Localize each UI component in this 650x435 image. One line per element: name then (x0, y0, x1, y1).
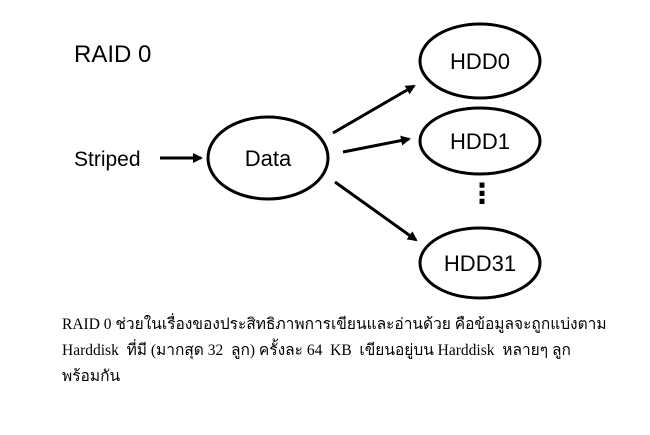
diagram-title: RAID 0 (74, 41, 151, 68)
caption-line-3: พร้อมกัน (62, 368, 121, 385)
ellipsis-dots: ⋮ (468, 178, 496, 209)
data-node (206, 115, 330, 201)
arrow-to-hdd1 (342, 135, 411, 154)
hdd31-label: HDD31 (444, 251, 516, 276)
hdd1-node (418, 106, 542, 176)
arrow-to-hdd31 (334, 180, 418, 242)
striped-label: Striped (74, 148, 141, 171)
hdd1-label: HDD1 (450, 129, 510, 154)
hdd31-node (418, 226, 542, 300)
caption-line-2: Harddisk ที่มี (มากสุด 32 ลูก) ครั้งละ 6… (62, 342, 571, 359)
arrow-to-hdd0 (332, 84, 416, 135)
data-node-label: Data (245, 146, 292, 171)
caption-line-1: RAID 0 ช่วยในเรื่องของประสิทธิภาพการเขีย… (62, 316, 607, 333)
hdd0-node (418, 22, 542, 100)
caption: RAID 0 ช่วยในเรื่องของประสิทธิภาพการเขีย… (62, 312, 632, 390)
hdd0-label: HDD0 (450, 49, 510, 74)
raid0-diagram: RAID 0 Striped Data HDD0 HDD1 HDD31 ⋮ (74, 22, 542, 300)
